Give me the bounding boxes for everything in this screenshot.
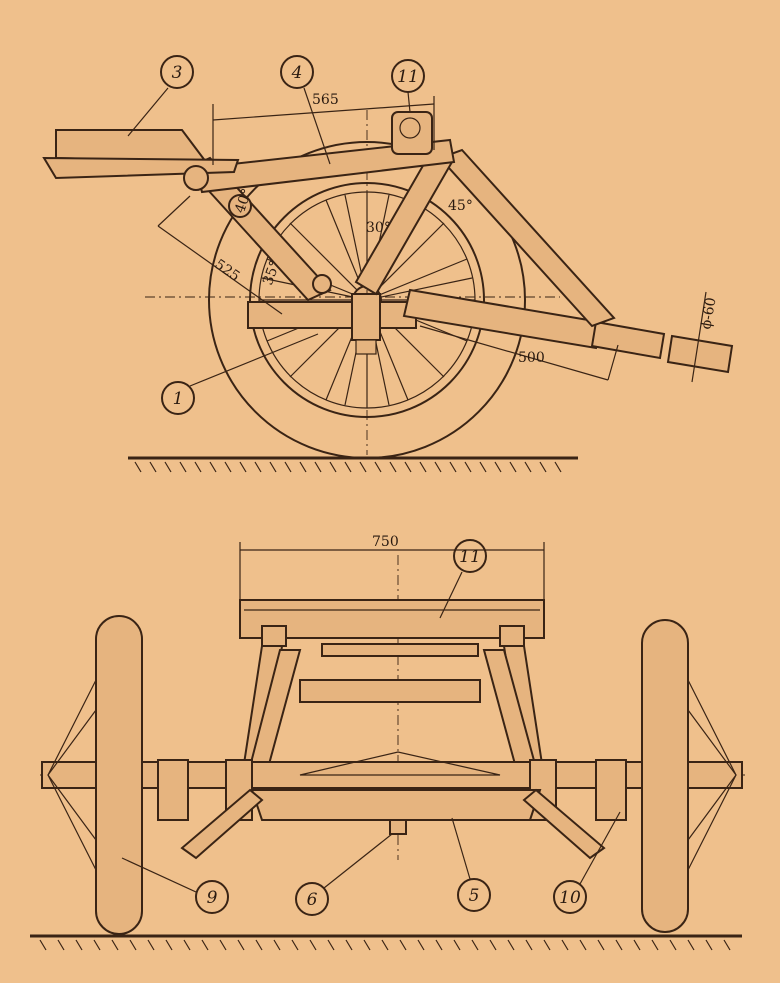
angle-45: 45° xyxy=(448,198,473,214)
callout-11-side: 11 xyxy=(391,59,425,113)
callout-9: 9 xyxy=(121,857,229,914)
svg-text:6: 6 xyxy=(307,890,318,910)
dim-500-label: 500 xyxy=(518,350,545,366)
dim-525-label: 525 xyxy=(212,256,243,284)
svg-text:11: 11 xyxy=(397,67,419,87)
svg-text:3: 3 xyxy=(172,63,183,83)
callout-10: 10 xyxy=(553,811,621,914)
svg-text:9: 9 xyxy=(207,888,218,908)
svg-text:1: 1 xyxy=(173,389,184,409)
front-left-wheel xyxy=(47,615,143,935)
angle-35: 35° xyxy=(260,259,284,288)
front-view: 750 xyxy=(30,534,745,951)
svg-text:11: 11 xyxy=(459,547,481,567)
callout-1: 1 xyxy=(161,333,319,415)
callout-11-front: 11 xyxy=(439,539,487,619)
side-seat xyxy=(42,129,240,180)
ground-line-bottom xyxy=(30,934,742,951)
front-seat xyxy=(239,599,545,639)
dim-750-label: 750 xyxy=(372,534,399,550)
angle-30: 30° xyxy=(366,220,391,236)
svg-text:5: 5 xyxy=(469,886,480,906)
svg-text:4: 4 xyxy=(291,63,303,83)
angle-40: 40° xyxy=(232,187,256,216)
dim-565-label: 565 xyxy=(312,92,339,108)
dim-525: 525 xyxy=(157,195,283,315)
dim-pipe-diameter: ϕ-60 xyxy=(698,296,719,330)
side-front-brace xyxy=(438,148,616,328)
dim-565: 565 xyxy=(212,92,435,165)
front-lower-beam xyxy=(250,789,542,821)
side-view: 565 525 500 ϕ-60 30° 40° 35° 45° 3 xyxy=(42,55,734,473)
callout-5: 5 xyxy=(451,817,491,912)
callout-4: 4 xyxy=(280,55,331,165)
front-right-wheel xyxy=(641,619,737,933)
svg-text:10: 10 xyxy=(559,888,581,908)
dim-750: 750 xyxy=(239,534,545,600)
side-draw-bar xyxy=(402,288,734,374)
callout-3: 3 xyxy=(127,55,194,137)
ground-line-top xyxy=(128,456,578,473)
callout-6: 6 xyxy=(295,833,393,916)
dim-500: 500 xyxy=(419,325,619,381)
side-axle-beam xyxy=(247,301,417,329)
